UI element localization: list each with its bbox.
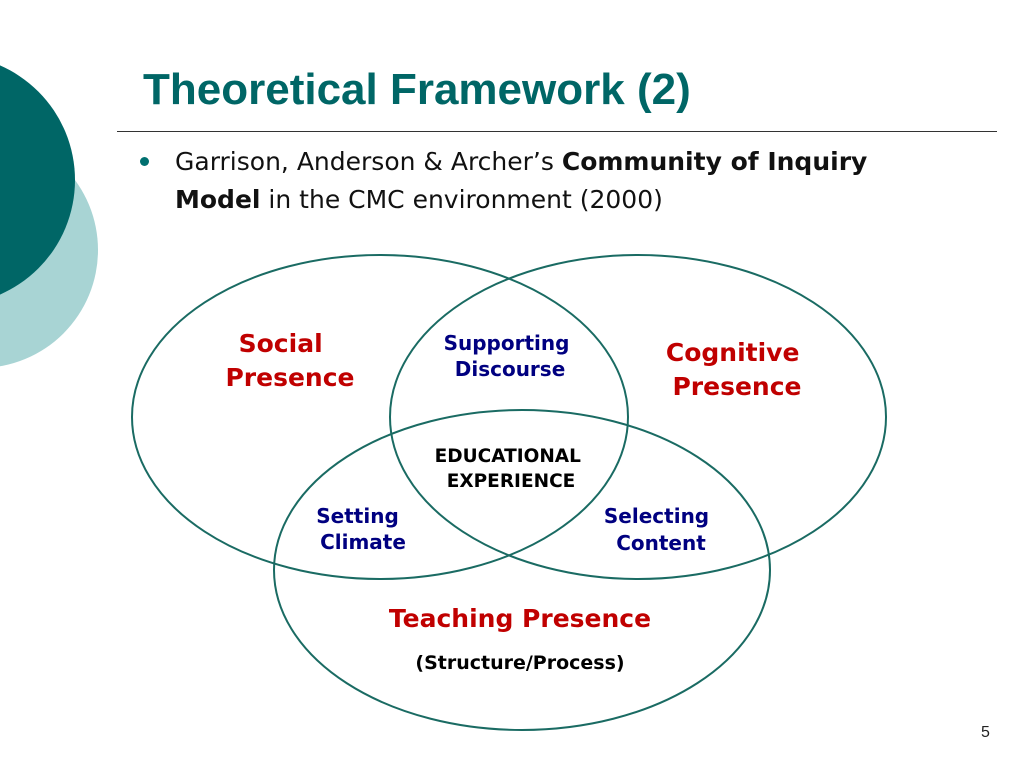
social-presence-line-1: Social (239, 329, 323, 358)
teaching-presence-sub-label: (Structure/Process) (415, 652, 624, 674)
setting-climate-line-2: Climate (320, 530, 406, 554)
cognitive-presence-circle (389, 254, 887, 580)
teaching-presence-circle (273, 409, 771, 731)
teaching-presence-label: Teaching Presence (389, 604, 651, 633)
bullet-prefix: Garrison, Anderson & Archer’s (175, 147, 562, 176)
social-presence-circle (131, 254, 629, 580)
setting-climate-label: Setting Climate (316, 504, 406, 554)
selecting-content-line-2: Content (616, 531, 706, 555)
slide-number: 5 (981, 724, 990, 741)
setting-climate-line-1: Setting (316, 504, 399, 528)
social-presence-label: Social Presence (225, 329, 354, 392)
supporting-discourse-line-1: Supporting (444, 331, 570, 355)
bullet-suffix: in the CMC environment (2000) (260, 185, 663, 214)
educational-experience-line-1: EDUCATIONAL (435, 446, 582, 467)
slide-title: Theoretical Framework (2) (143, 65, 691, 114)
supporting-discourse-label: Supporting Discourse (444, 331, 577, 381)
cognitive-presence-line-2: Presence (672, 372, 801, 401)
bullet-model-name: Community of Inquiry Model (175, 147, 868, 214)
educational-experience-line-2: EXPERIENCE (447, 471, 576, 492)
decorative-circles (0, 65, 98, 367)
bullet-text: Garrison, Anderson & Archer’s Community … (175, 143, 915, 219)
title-divider (117, 131, 997, 132)
bullet-dot (140, 157, 149, 166)
selecting-content-label: Selecting Content (604, 504, 716, 555)
cognitive-presence-line-1: Cognitive (666, 338, 800, 367)
social-presence-line-2: Presence (225, 363, 354, 392)
selecting-content-line-1: Selecting (604, 504, 709, 528)
dark-teal-circle (0, 65, 75, 295)
educational-experience-label: EDUCATIONAL EXPERIENCE (435, 446, 588, 492)
cognitive-presence-label: Cognitive Presence (666, 338, 808, 401)
supporting-discourse-line-2: Discourse (455, 357, 566, 381)
